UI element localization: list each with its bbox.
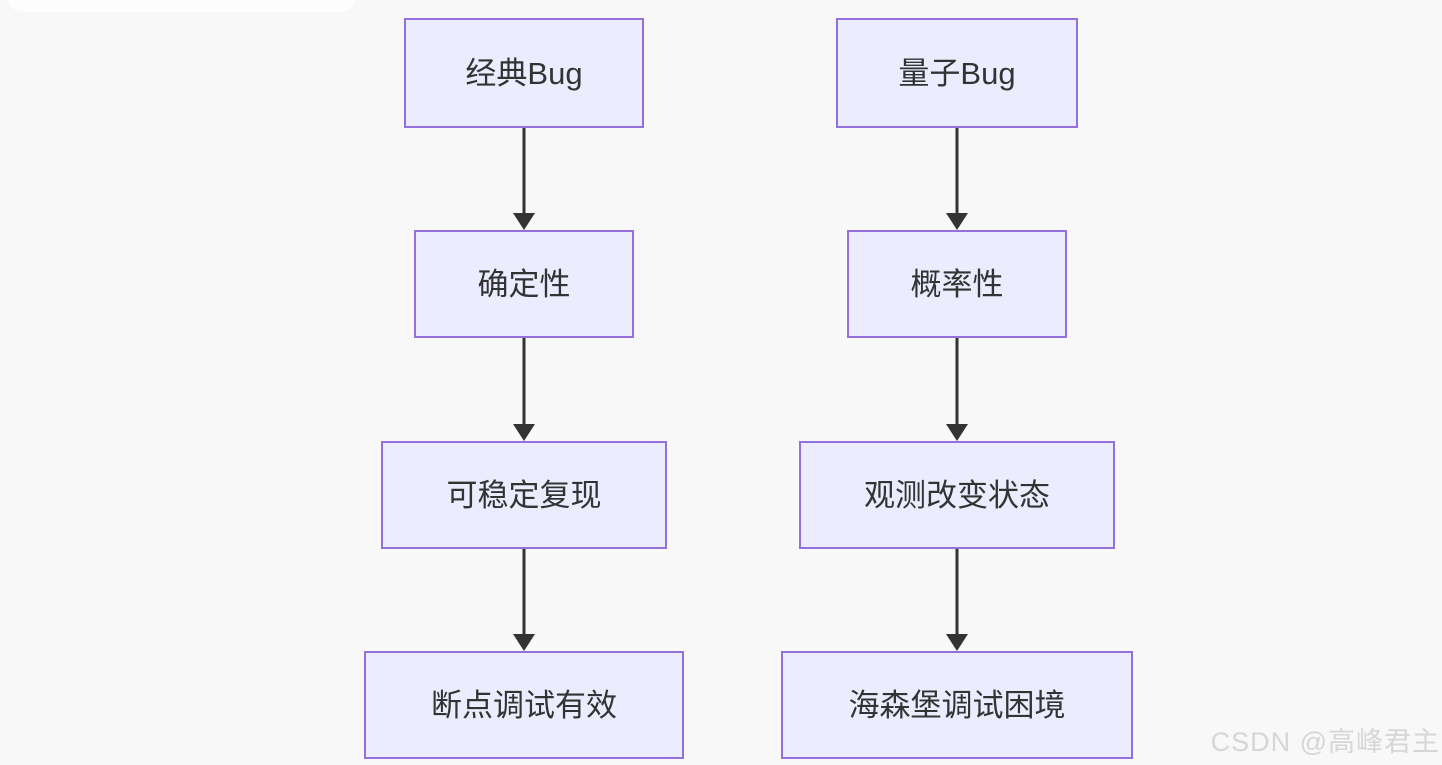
arrow-line — [522, 549, 526, 637]
flow-node-probabilistic: 概率性 — [847, 230, 1067, 338]
flow-node-label: 可稳定复现 — [446, 477, 602, 513]
arrowhead-down-icon — [946, 424, 968, 441]
flow-node-label: 经典Bug — [465, 55, 583, 91]
flow-node-deterministic: 确定性 — [414, 230, 634, 338]
flow-node-label: 概率性 — [910, 266, 1004, 302]
arrow-line — [955, 128, 959, 216]
flow-node-breakpoint-debug-works: 断点调试有效 — [364, 651, 684, 759]
arrow-line — [522, 128, 526, 216]
arrow-line — [955, 549, 959, 637]
arrow-classic-1 — [512, 128, 536, 230]
arrowhead-down-icon — [513, 634, 535, 651]
tooltip-remnant — [8, 0, 356, 12]
arrow-line — [955, 338, 959, 427]
flow-node-label: 确定性 — [477, 266, 571, 302]
flow-node-stable-repro: 可稳定复现 — [381, 441, 667, 549]
flow-node-label: 量子Bug — [898, 55, 1016, 91]
arrow-classic-2 — [512, 338, 536, 441]
arrowhead-down-icon — [513, 424, 535, 441]
flow-node-observation-changes-state: 观测改变状态 — [799, 441, 1115, 549]
flow-node-label: 海森堡调试困境 — [848, 687, 1066, 723]
arrowhead-down-icon — [513, 213, 535, 230]
flow-node-classic-bug: 经典Bug — [404, 18, 644, 128]
flow-node-label: 断点调试有效 — [431, 687, 617, 723]
arrowhead-down-icon — [946, 213, 968, 230]
csdn-watermark: CSDN @高峰君主 — [1210, 727, 1440, 757]
arrow-line — [522, 338, 526, 427]
arrow-quantum-3 — [945, 549, 969, 651]
arrow-quantum-1 — [945, 128, 969, 230]
arrow-quantum-2 — [945, 338, 969, 441]
flow-node-heisenbug-dilemma: 海森堡调试困境 — [781, 651, 1133, 759]
flow-node-quantum-bug: 量子Bug — [836, 18, 1078, 128]
arrow-classic-3 — [512, 549, 536, 651]
flow-node-label: 观测改变状态 — [864, 477, 1050, 513]
arrowhead-down-icon — [946, 634, 968, 651]
